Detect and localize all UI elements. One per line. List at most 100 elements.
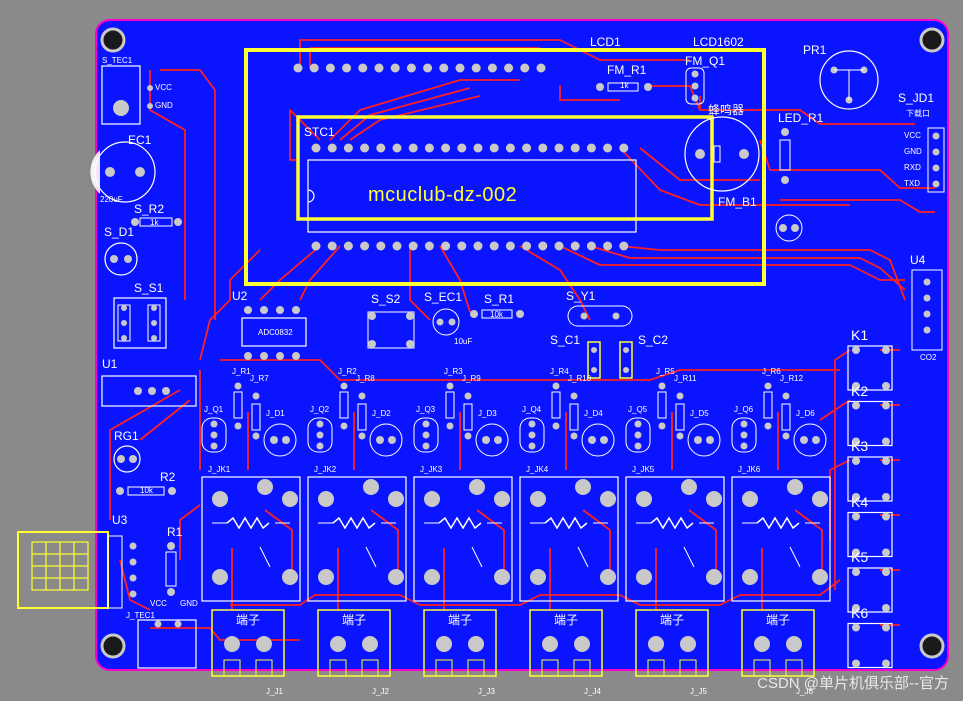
label-channel-r2: J_R11 [674,374,697,383]
led-outline [263,423,297,457]
module-u1 [101,375,197,407]
relay-pad [575,479,591,495]
pad [658,382,666,390]
terminal-outline [529,609,603,677]
mcu-pad [619,241,629,251]
capacitor-ec1 [90,141,156,203]
pad [570,392,578,400]
resistor-r1 [165,542,177,596]
label-channel-q: J_Q2 [310,405,330,414]
power-jack [137,619,197,669]
key-pad [852,493,860,501]
mcu-pad [392,143,402,153]
relay-pad [812,491,828,507]
lcd-highlight-box [244,48,766,286]
key-pad [852,604,860,612]
label-jd-rxd: RXD [904,163,921,172]
relay-pad [388,491,404,507]
label-channel-r2: J_R12 [780,374,804,383]
relay-pad [424,569,440,585]
label-s-d1: S_D1 [104,225,135,239]
pad [234,382,242,390]
label-channel-j: J_J4 [584,687,601,696]
terminal-pad [574,636,590,652]
terminal-slot [573,659,591,677]
resistor-outline [251,403,261,431]
resistor-s-r1 [470,309,524,319]
buzzer [684,116,760,192]
lcd-pad [309,63,319,73]
relay-contact [424,522,502,568]
label-s-c1: S_C1 [550,333,581,347]
led-pad [270,436,278,444]
led-pad [694,436,702,444]
mcu-pad [603,143,613,153]
resistor-outline [781,403,791,431]
label-s-c2: S_C2 [638,333,669,347]
label-s-r1-val: 10k [490,310,503,319]
key-pad [852,659,860,668]
label-channel-d: J_D1 [266,409,285,418]
terminal-pad [436,636,452,652]
key-outline [847,511,893,558]
label-u2-part: ADC0832 [258,328,293,337]
label-download: 下载口 [906,109,930,118]
terminal-slot [679,659,697,677]
mcu-pad [311,241,321,251]
label-rg1: RG1 [114,429,139,443]
relay-pad [424,491,440,507]
sensor-u3 [17,531,137,609]
relay-pad [812,569,828,585]
terminal-slot [647,659,665,677]
terminal-slot [467,659,485,677]
label-channel-j: J_J2 [372,687,389,696]
mcu-pad [489,241,499,251]
relay-pad [282,569,298,585]
transistor-pad [422,442,430,450]
relay-pad [787,479,803,495]
terminal-outline [635,609,709,677]
key-pad [852,548,860,557]
pad [782,432,790,440]
key-pad [852,568,860,576]
label-channel-j: J_J6 [796,687,813,696]
relay-coil [438,516,482,530]
photoresistor-rg1 [113,445,141,473]
mcu-pad [360,241,370,251]
pad [552,382,560,390]
label-s-r1: S_R1 [484,292,515,306]
relay-pad [636,491,652,507]
mcu-pad [489,143,499,153]
transistor-pad [528,431,536,439]
mcu-pad [327,143,337,153]
resistor-outline [357,403,367,431]
relay-pad [681,479,697,495]
transistor-pad [740,442,748,450]
relay-outline [731,476,831,602]
label-channel-q: J_Q3 [416,405,436,414]
copper-pour [96,20,948,670]
label-channel-k: J_JK1 [208,465,231,474]
label-fm-r1: FM_R1 [607,63,647,77]
relay-pad [530,491,546,507]
transistor-pad [634,431,642,439]
led-resistor [779,128,791,184]
mcu-pad [376,241,386,251]
terminal-slot [361,659,379,677]
relay-outline [625,476,725,602]
terminal-slot [753,659,771,677]
capacitor-s-c2 [619,341,633,379]
relay-outline [201,476,301,602]
lcd-pad [293,63,303,73]
transistor-pad [634,442,642,450]
key-outline [847,622,893,669]
mcu-pad [505,241,515,251]
label-channel-r1: J_R6 [762,367,781,376]
key-pad [852,401,860,410]
mcu-notch [307,189,315,203]
label-channel-term: 端子 [342,613,367,627]
label-channel-j: J_J1 [266,687,283,696]
terminal-slot [785,659,803,677]
pad [552,422,560,430]
label-s-s1: S_S1 [134,281,164,295]
